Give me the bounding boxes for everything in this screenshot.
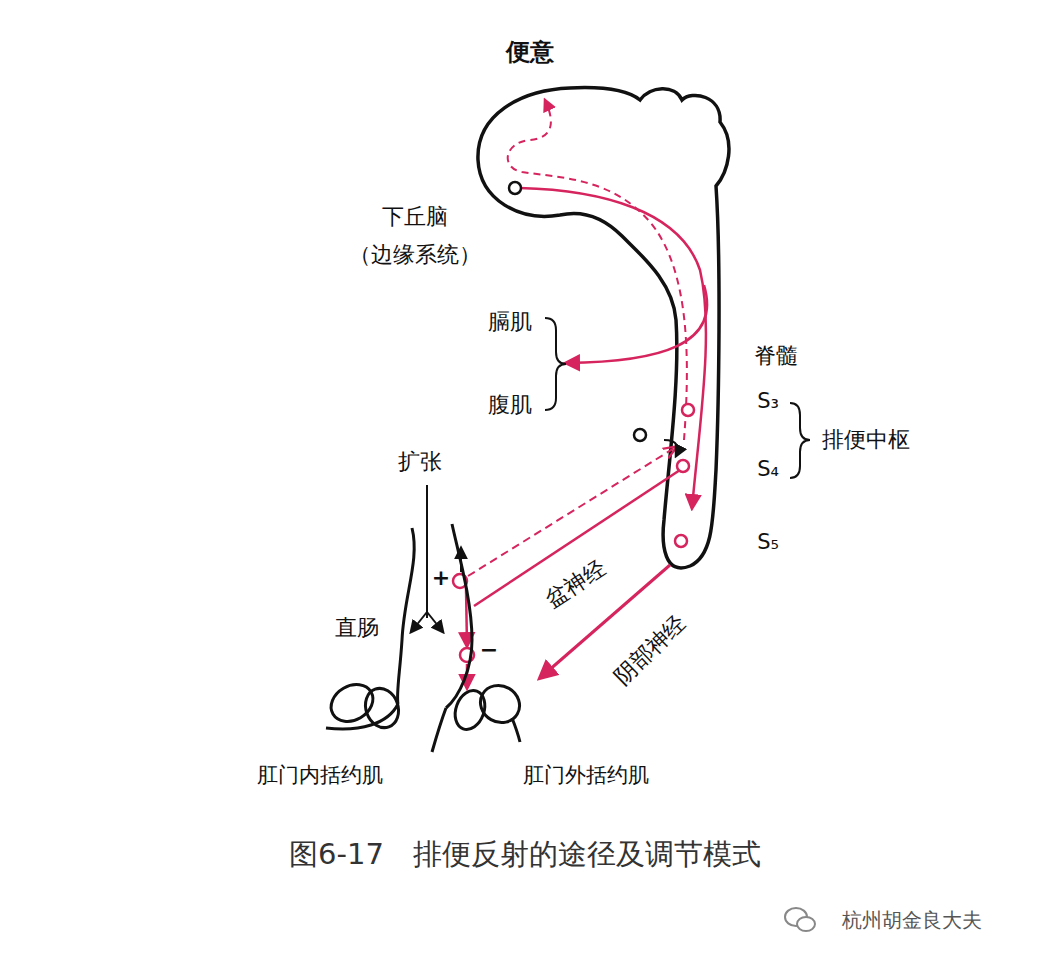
brain-region-label: 下丘脑 （边缘系统） bbox=[340, 198, 490, 275]
center-label: 排便中枢 bbox=[822, 427, 910, 453]
sign-label: + bbox=[432, 565, 450, 591]
nerve-label: 盆神经 bbox=[541, 555, 611, 613]
segment-label: S₃ bbox=[757, 389, 779, 414]
sensation-label: 便意 bbox=[506, 38, 554, 67]
rectum-wall bbox=[397, 528, 414, 704]
muscle-label: 膈肌 bbox=[488, 309, 532, 335]
segment-label: S₅ bbox=[757, 530, 779, 555]
rectum-dilation-arrow bbox=[426, 485, 428, 618]
inhibition-arrow bbox=[664, 440, 678, 456]
sphincter-label: 肛门外括约肌 bbox=[523, 763, 649, 788]
external-anal-sphincter bbox=[474, 678, 527, 729]
sign-label: − bbox=[480, 637, 498, 663]
anal-wall bbox=[512, 718, 520, 742]
nerve-label: 阴部神经 bbox=[609, 610, 691, 690]
rectum-dilation-arrow bbox=[411, 612, 427, 632]
brace bbox=[545, 318, 566, 410]
neuron bbox=[682, 404, 694, 416]
watermark: 杭州胡金良大夫 bbox=[842, 908, 982, 932]
anal-wall bbox=[326, 704, 398, 729]
organ-label: 直肠 bbox=[335, 615, 379, 641]
sphincter-label: 肛门内括约肌 bbox=[257, 763, 383, 788]
rectum-dilation-arrow bbox=[427, 612, 443, 632]
ascending-sensation-pathway bbox=[508, 100, 687, 440]
rectum-wall bbox=[446, 524, 472, 708]
brain-spinal-cord-outline bbox=[478, 88, 729, 568]
stimulus-label: 扩张 bbox=[398, 449, 442, 475]
brace bbox=[790, 403, 810, 478]
anal-wall bbox=[432, 708, 446, 752]
neuron bbox=[634, 429, 646, 441]
neuron bbox=[509, 182, 521, 194]
neuron bbox=[675, 535, 687, 547]
descending-pathway bbox=[520, 188, 706, 508]
neuron bbox=[677, 460, 689, 472]
watermark-icon bbox=[785, 908, 815, 931]
pelvic-afferent-fibre bbox=[468, 447, 676, 576]
drawing-part bbox=[797, 917, 815, 931]
segment-label: S₄ bbox=[757, 457, 779, 482]
figure-caption: 图6-17 排便反射的途径及调节模式 bbox=[289, 835, 761, 875]
organ-label: 脊髓 bbox=[754, 343, 798, 369]
muscle-label: 腹肌 bbox=[488, 392, 532, 418]
